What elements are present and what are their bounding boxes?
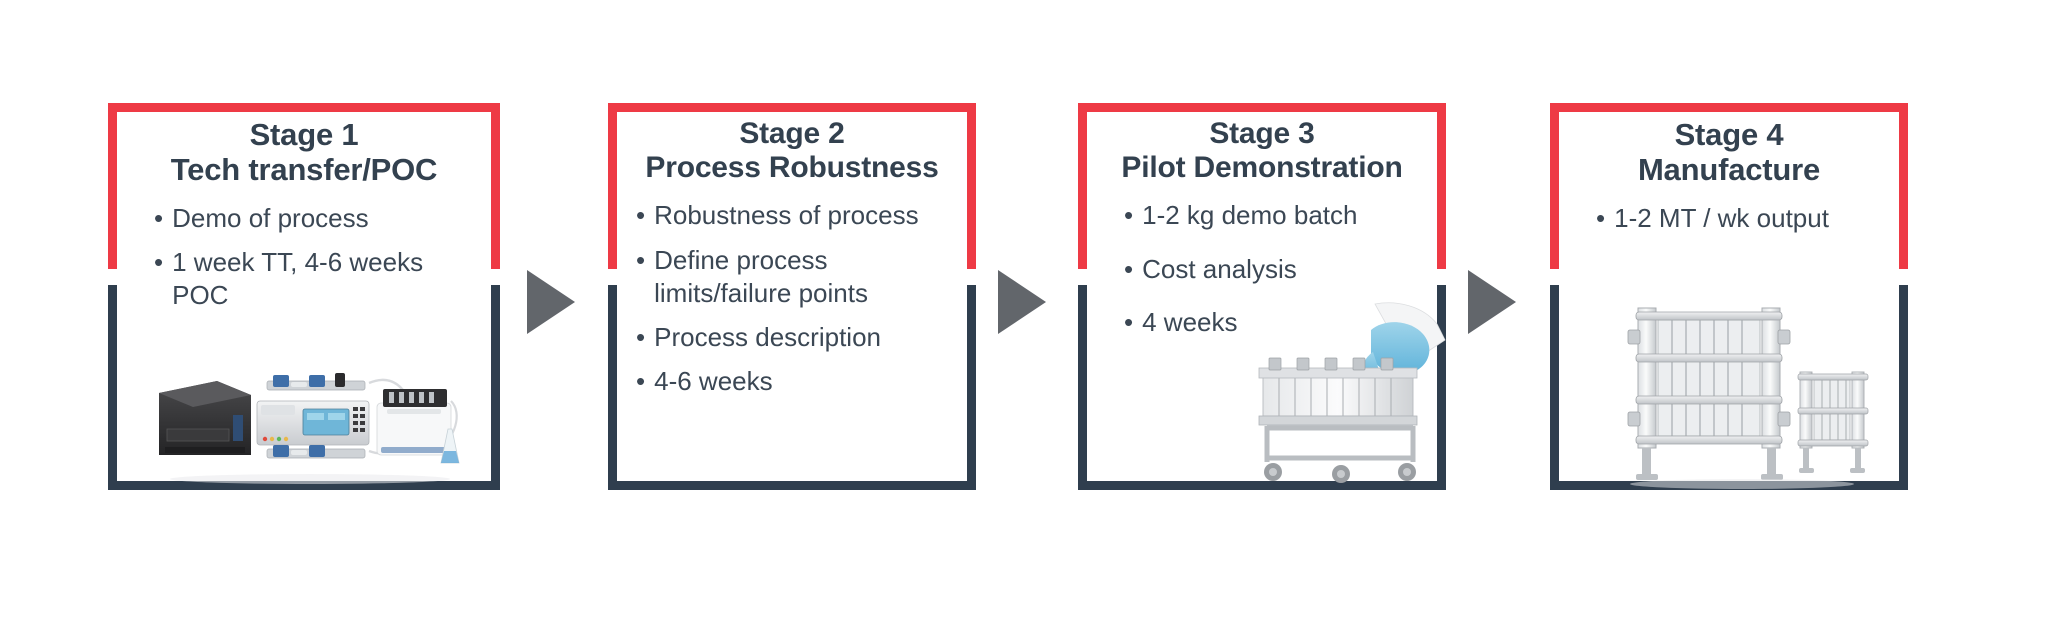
arrow-stage3-to-stage4 [1468, 270, 1516, 334]
stage-3-bullet-2: 4 weeks [1142, 306, 1238, 337]
bullet-dot-icon: • [1596, 202, 1606, 233]
stage-1-border-top [108, 103, 500, 112]
stage-2-border-bottom [608, 481, 976, 490]
stage-3-border-bottom [1078, 481, 1446, 490]
bullet-dot-icon: • [636, 244, 646, 275]
stage-card-1[interactable]: Stage 1 Tech transfer/POC • Demo of proc… [108, 103, 500, 490]
bullet-dot-icon: • [1124, 306, 1134, 337]
stage-2-border-left-red [608, 103, 617, 269]
stage-4-border-right-navy [1899, 285, 1908, 490]
bullet-dot-icon: • [636, 200, 646, 231]
bullet-dot-icon: • [1124, 200, 1134, 231]
stage-4-title: Stage 4 Manufacture [1637, 117, 1821, 188]
stage-1-border-bottom [108, 481, 500, 490]
stage-2-border-right-navy [967, 285, 976, 490]
stage-3-title: Stage 3 Pilot Demonstration [1121, 117, 1403, 185]
stage-4-border-right-red [1899, 103, 1908, 269]
list-item: • 4-6 weeks [636, 365, 960, 398]
stage-3-bullet-1: Cost analysis [1142, 253, 1297, 284]
list-item: • 1-2 kg demo batch [1124, 199, 1430, 232]
stage-2-bullet-2: Process description [654, 322, 881, 353]
stage-3-border-left-navy [1078, 285, 1087, 490]
bullet-dot-icon: • [1124, 253, 1134, 284]
stage-1-bullet-1: 1 week TT, 4-6 weeks POC [172, 246, 424, 311]
stage-3-border-top [1078, 103, 1446, 112]
stage-1-border-left-red [108, 103, 117, 269]
stage-4-bullet-list: • 1-2 MT / wk output [1594, 202, 1894, 246]
bullet-dot-icon: • [154, 246, 164, 277]
stage-3-bullet-list: • 1-2 kg demo batch • Cost analysis • 4 … [1122, 199, 1432, 350]
bullet-dot-icon: • [636, 322, 646, 353]
stage-2-bullet-1: Define process limits/failure points [654, 244, 868, 308]
bullet-dot-icon: • [154, 202, 164, 233]
list-item: • Process description [636, 321, 960, 354]
list-item: • Demo of process [154, 202, 484, 235]
stage-3-border-right-red [1437, 103, 1446, 269]
stage-1-border-right-navy [491, 285, 500, 490]
stage-1-border-left-navy [108, 285, 117, 490]
stage-1-title: Stage 1 Tech transfer/POC [170, 117, 438, 188]
list-item: • Cost analysis [1124, 253, 1430, 286]
bullet-dot-icon: • [636, 366, 646, 397]
stage-1-bullet-0: Demo of process [172, 202, 369, 233]
list-item: • 1-2 MT / wk output [1596, 202, 1892, 235]
stage-card-3[interactable]: Stage 3 Pilot Demonstration • 1-2 kg dem… [1078, 103, 1446, 490]
stage-card-4[interactable]: Stage 4 Manufacture • 1-2 MT / wk output [1550, 103, 1908, 490]
stage-2-border-right-red [967, 103, 976, 269]
list-item: • 1 week TT, 4-6 weeks POC [154, 246, 484, 313]
stage-2-bullet-0: Robustness of process [654, 200, 919, 231]
stage-3-border-right-navy [1437, 285, 1446, 490]
list-item: • 4 weeks [1124, 306, 1430, 339]
stage-2-bullet-list: • Robustness of process • Define process… [634, 199, 962, 409]
arrow-stage2-to-stage3 [998, 270, 1046, 334]
stage-1-border-right-red [491, 103, 500, 269]
stage-2-title: Stage 2 Process Robustness [645, 117, 939, 185]
stage-3-border-left-red [1078, 103, 1087, 269]
list-item: • Robustness of process [636, 199, 960, 232]
stage-2-bullet-3: 4-6 weeks [654, 366, 773, 397]
stage-4-border-left-navy [1550, 285, 1559, 490]
stage-3-bullet-0: 1-2 kg demo batch [1142, 200, 1358, 231]
stage-4-border-top [1550, 103, 1908, 112]
arrow-stage1-to-stage2 [527, 270, 575, 334]
list-item: • Define process limits/failure points [636, 244, 960, 311]
stage-4-bullet-0: 1-2 MT / wk output [1614, 202, 1829, 233]
stage-card-2[interactable]: Stage 2 Process Robustness • Robustness … [608, 103, 976, 490]
stage-1-bullet-list: • Demo of process • 1 week TT, 4-6 weeks… [152, 202, 486, 324]
stage-4-border-left-red [1550, 103, 1559, 269]
stage-2-border-top [608, 103, 976, 112]
stage-2-border-left-navy [608, 285, 617, 490]
